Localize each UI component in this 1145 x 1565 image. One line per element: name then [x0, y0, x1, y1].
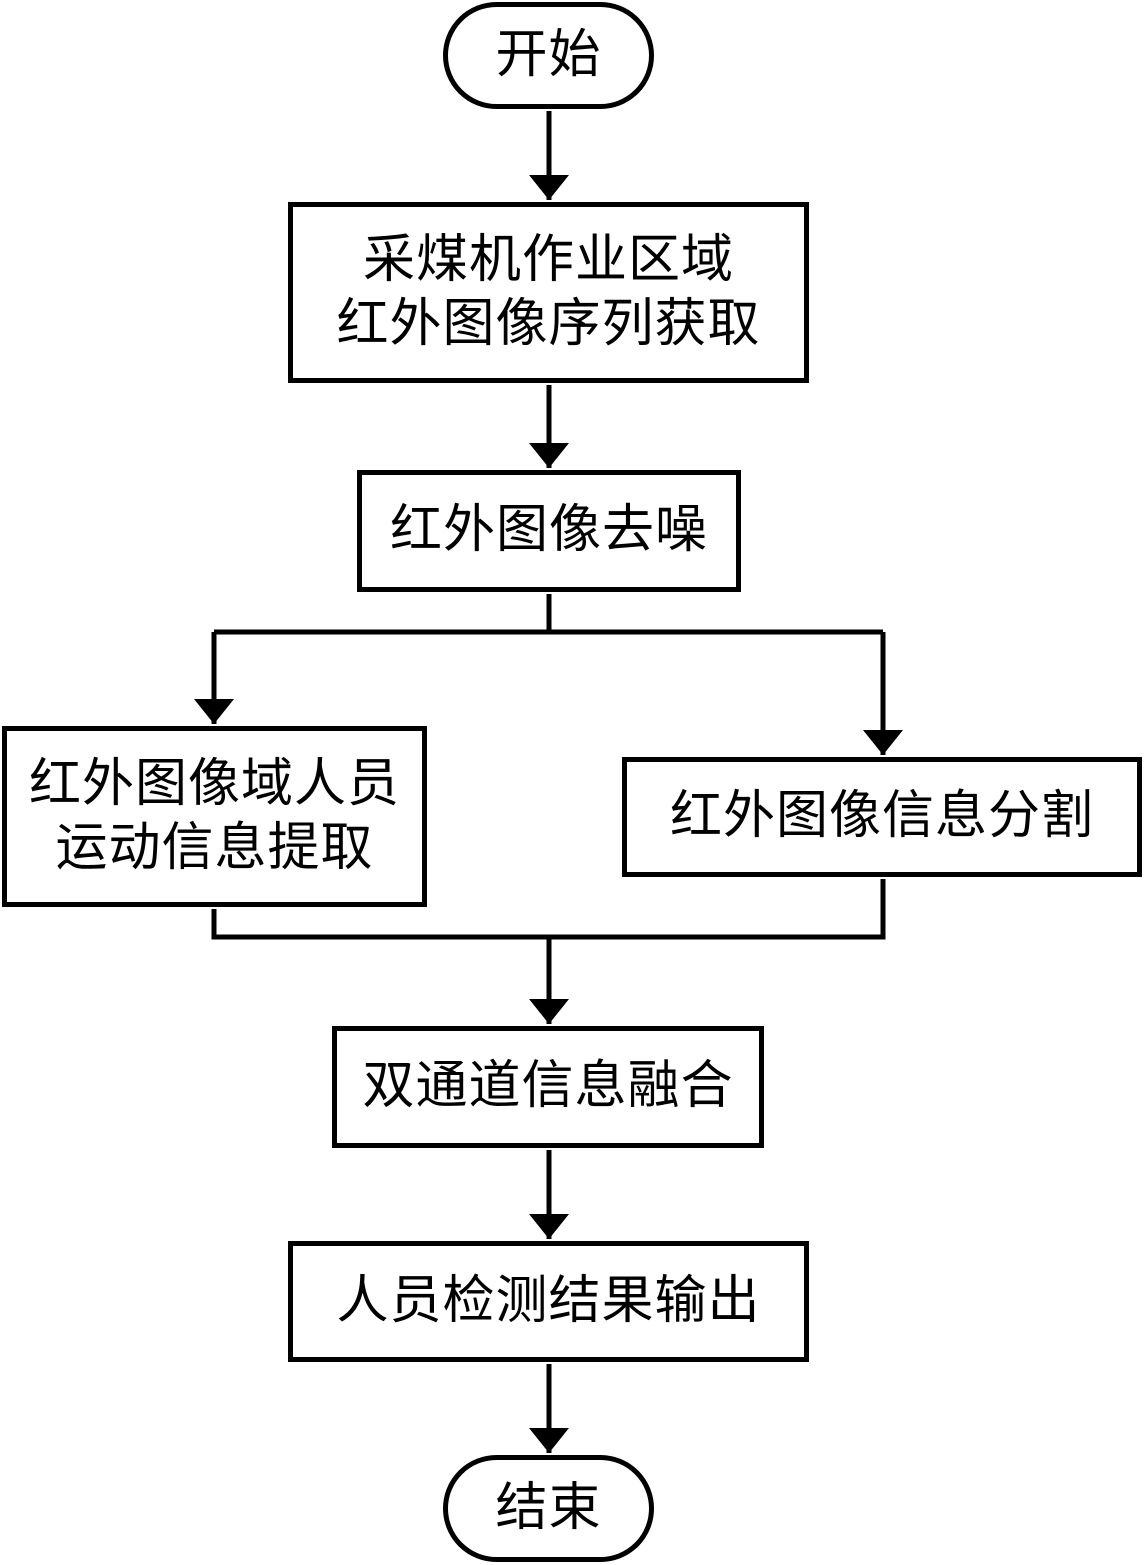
output-process-box: 人员检测结果输出 [288, 1241, 809, 1362]
denoise-label: 红外图像去噪 [389, 500, 708, 561]
motion-label-line-1: 红外图像域人员 [28, 754, 400, 815]
fusion-label: 双通道信息融合 [362, 1056, 734, 1117]
acquire-label-line-1: 采煤机作业区域 [362, 230, 734, 291]
end-terminal: 结束 [443, 1455, 654, 1562]
connector-denoise-split [214, 594, 883, 635]
motion-extraction-box: 红外图像域人员 运动信息提取 [2, 726, 427, 907]
fusion-process-box: 双通道信息融合 [332, 1026, 764, 1148]
start-label: 开始 [495, 24, 602, 85]
end-label: 结束 [495, 1477, 602, 1538]
acquire-label-line-2: 红外图像序列获取 [336, 293, 761, 354]
denoise-process-box: 红外图像去噪 [357, 470, 741, 592]
motion-label-line-2: 运动信息提取 [55, 817, 374, 878]
output-label: 人员检测结果输出 [336, 1270, 761, 1331]
segmentation-box: 红外图像信息分割 [622, 757, 1142, 877]
start-terminal: 开始 [443, 2, 654, 109]
segment-label: 红外图像信息分割 [669, 786, 1094, 847]
acquire-process-box: 采煤机作业区域 红外图像序列获取 [288, 202, 809, 383]
